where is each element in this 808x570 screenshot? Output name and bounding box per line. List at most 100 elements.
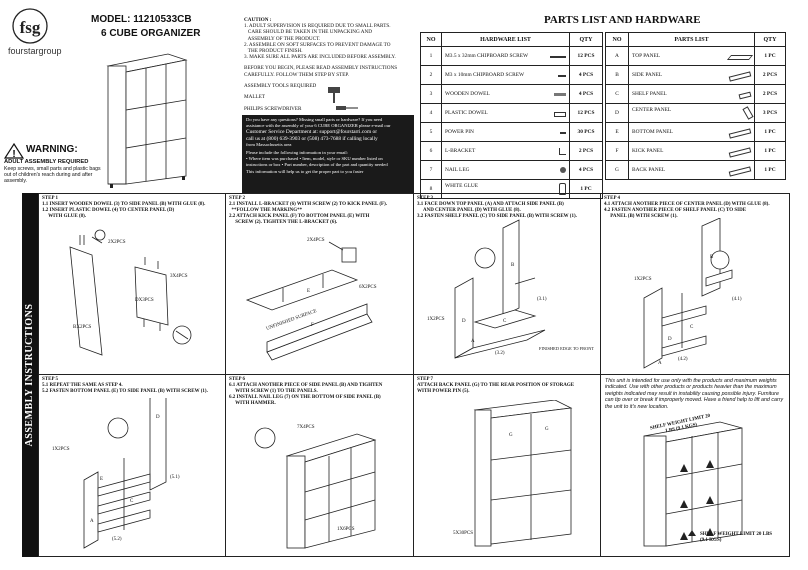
step-2-part-e: E — [307, 289, 310, 294]
before-you-begin: BEFORE YOU BEGIN, PLEASE READ ASSEMBLY I… — [244, 65, 398, 78]
plastic-dowel-icon — [554, 111, 566, 117]
contact-line: instructions or box • Part number, descr… — [246, 162, 388, 168]
long-screw-icon — [550, 56, 566, 58]
short-screw-icon — [558, 75, 566, 77]
svg-text:A: A — [658, 361, 662, 366]
step-7-callout: 5X30PCS — [453, 531, 473, 536]
notice-text: This unit is intended for use only with … — [605, 378, 784, 410]
tools-icons — [328, 87, 358, 110]
step-5-callout: (5.1) — [170, 475, 180, 480]
contact-line: Customer Service Department at: support@… — [246, 129, 378, 136]
notice-panel — [600, 374, 790, 557]
step-1-diagram: 2X2PCS 3X4PCS DX3PCS BX2PCS — [69, 229, 192, 356]
step-3-callout: (3.1) — [537, 297, 547, 302]
step-4-callout: 1X2PCS — [634, 277, 652, 282]
step-4-callout: (4.2) — [678, 357, 688, 362]
svg-text:!: ! — [12, 149, 15, 159]
svg-text:B: B — [511, 263, 515, 268]
caution-line: 3. MAKE SURE ALL PARTS ARE INCLUDED BEFO… — [244, 54, 396, 61]
svg-text:D: D — [462, 319, 466, 324]
svg-text:C: C — [130, 499, 134, 504]
product-illustration — [106, 53, 188, 188]
contact-line: call us at (800) 639-3903 or (508) 473-7… — [246, 135, 378, 142]
step-4-callout: (4.1) — [732, 297, 742, 302]
step-1-callout: BX2PCS — [73, 325, 92, 330]
assembly-sidebar-label: ASSEMBLY INSTRUCTIONS — [24, 303, 35, 447]
step-2-diagram: 2X4PCS 6X2PCS UNFINISHED SURFACE F E — [245, 238, 377, 361]
step-1-callout: 2X2PCS — [108, 240, 126, 245]
power-pin-icon — [560, 132, 566, 134]
l-bracket-detail-icon — [341, 247, 357, 263]
warning-subtitle: ADULT ASSEMBLY REQUIRED — [4, 159, 89, 165]
tools-title: ASSEMBLY TOOLS REQUIRED — [244, 82, 317, 89]
contact-line: Do you have any questions? Missing small… — [246, 117, 383, 122]
contact-line: Please include the following information… — [246, 150, 348, 156]
warning-title: WARNING: — [26, 144, 78, 155]
step-5-callout: (5.2) — [112, 537, 122, 542]
caution-line: 2. ASSEMBLE ON SOFT SURFACES TO PREVENT … — [244, 41, 391, 48]
svg-text:A: A — [90, 519, 94, 524]
svg-text:D: D — [668, 337, 672, 342]
caution-line: ASSEMBLY OF THE PRODUCT. — [244, 35, 321, 42]
step-3-callout: (3.2) — [495, 351, 505, 356]
svg-text:G: G — [545, 427, 549, 432]
caution-line: CARE SHOULD BE TAKEN IN THE UNPACKING AN… — [244, 29, 373, 36]
l-bracket-icon — [559, 147, 566, 155]
weight-arrow-icon — [688, 530, 696, 536]
step-1-callout: DX3PCS — [135, 298, 154, 303]
side-panel-icon — [728, 70, 752, 82]
warning-triangle-icon: ! — [4, 143, 24, 159]
step-3-callout: 1X2PCS — [427, 317, 445, 322]
svg-text:G: G — [509, 433, 513, 438]
shelf-limit-diagram — [643, 421, 743, 547]
shelf-limit-bottom: SHELF WEIGHT LIMIT 20 LBS (9.1 KGS) — [700, 532, 773, 543]
nail-leg-icon — [560, 167, 566, 173]
mallet-icon — [328, 87, 340, 93]
model-number: MODEL: 11210533CB — [91, 14, 192, 25]
brand-logo: fsg fourstargroup — [4, 4, 78, 60]
step-2-callout: 2X4PCS — [307, 238, 325, 243]
warning-text: Keep screws, small parts and plastic bag… — [4, 166, 101, 184]
svg-text:C: C — [690, 325, 694, 330]
top-panel-icon — [726, 54, 754, 60]
screwdriver-icon — [336, 106, 346, 110]
step-1-callout: 3X4PCS — [170, 274, 188, 279]
svg-text:fsg: fsg — [20, 18, 41, 37]
contact-line: from Massachusetts area — [246, 141, 292, 147]
contact-line: This information will help us to get the… — [246, 168, 364, 174]
glue-bottle-icon — [559, 183, 566, 195]
contact-line: assistance with the assembly of your 6 C… — [246, 123, 391, 129]
caution-block: CAUTION : 1. ADULT SUPERVISION IS REQUIR… — [244, 17, 418, 112]
center-panel-icon — [742, 106, 754, 120]
tool-screwdriver: PHILIPS SCREWDRIVER — [244, 106, 302, 113]
brand-logo-mark: fsg — [12, 8, 48, 44]
back-panel-icon — [728, 165, 752, 177]
step-7-diagram: G G 5X30PCS — [453, 400, 573, 547]
svg-text:D: D — [156, 415, 160, 420]
parts-title: PARTS LIST AND HARDWARE — [544, 14, 701, 26]
hammer-detail-icon — [254, 427, 276, 449]
step-6-callout: 7X4PCS — [297, 425, 315, 430]
svg-text:C: C — [503, 319, 507, 324]
svg-text:A: A — [471, 339, 475, 344]
